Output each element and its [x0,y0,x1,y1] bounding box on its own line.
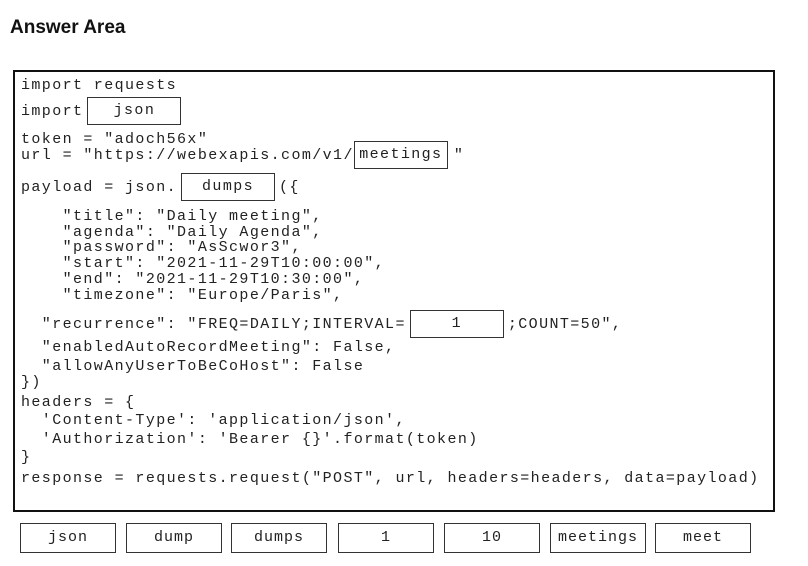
code-line: "allowAnyUserToBeCoHost": False [21,358,365,375]
option-dumps[interactable]: dumps [231,523,327,553]
code-line: "agenda": "Daily Agenda", [21,224,323,241]
option-meetings[interactable]: meetings [550,523,646,553]
code-line: 'Content-Type': 'application/json', [21,412,406,429]
code-line-payload: payload = json.dumps({ [21,173,300,201]
code-line: 'Authorization': 'Bearer {}'.format(toke… [21,431,479,448]
code-line: "password": "AsScwor3", [21,239,302,256]
code-line: headers = { [21,394,136,411]
code-line-recurrence: "recurrence": "FREQ=DAILY;INTERVAL=1;COU… [21,310,622,338]
option-dump[interactable]: dump [126,523,222,553]
code-line: } [21,449,32,466]
code-line: "end": "2021-11-29T10:30:00", [21,271,365,288]
code-line: "enabledAutoRecordMeeting": False, [21,339,396,356]
code-line: "start": "2021-11-29T10:00:00", [21,255,386,272]
drop-slot-import[interactable]: json [87,97,182,125]
drop-slot-payload[interactable]: dumps [181,173,276,201]
option-json[interactable]: json [20,523,116,553]
code-line: "timezone": "Europe/Paris", [21,287,344,304]
code-line: import requests [21,77,178,94]
option-1[interactable]: 1 [338,523,434,553]
answer-area-title: Answer Area [10,17,126,38]
drop-slot-interval[interactable]: 1 [409,310,504,338]
option-10[interactable]: 10 [444,523,540,553]
code-line: }) [21,374,42,391]
code-line: "title": "Daily meeting", [21,208,323,225]
drop-slot-url[interactable]: meetings [353,141,448,169]
code-line: response = requests.request("POST", url,… [21,470,760,487]
option-meet[interactable]: meet [655,523,751,553]
code-line: token = "adoch56x" [21,131,209,148]
code-line-url: url = "https://webexapis.com/v1/meetings… [21,141,464,169]
